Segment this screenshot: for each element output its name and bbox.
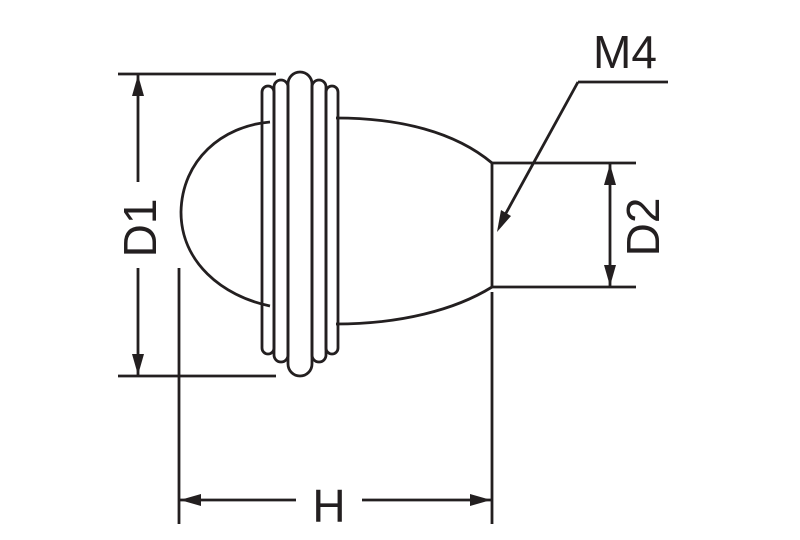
knob-body (179, 116, 494, 326)
m4-label: M4 (593, 26, 657, 78)
ring-mid-right (310, 78, 328, 364)
knob-dome (179, 120, 271, 308)
d1-label: D1 (114, 199, 166, 258)
ring-outer (260, 84, 276, 356)
d2-arrow-bottom (604, 265, 616, 286)
ring-mid-left (272, 78, 290, 364)
h-arrow-right (470, 494, 491, 506)
knob-neck-lower (335, 285, 493, 326)
h-dimension (177, 268, 494, 524)
d2-dimension (492, 161, 636, 289)
knob-neck-upper (335, 116, 493, 165)
d1-dimension (118, 72, 276, 378)
ring-inner (324, 84, 340, 356)
m4-leader (497, 80, 668, 232)
h-arrow-left (180, 494, 201, 506)
d2-arrow-top (604, 164, 616, 185)
d1-arrow-bottom (132, 354, 144, 375)
d1-arrow-top (132, 75, 144, 96)
knob-rings (260, 70, 340, 378)
d2-label: D2 (617, 198, 669, 257)
m4-leader-arrow (497, 210, 511, 232)
ring-center (286, 70, 314, 378)
h-label: H (312, 480, 345, 532)
m4-leader-line (498, 81, 580, 225)
